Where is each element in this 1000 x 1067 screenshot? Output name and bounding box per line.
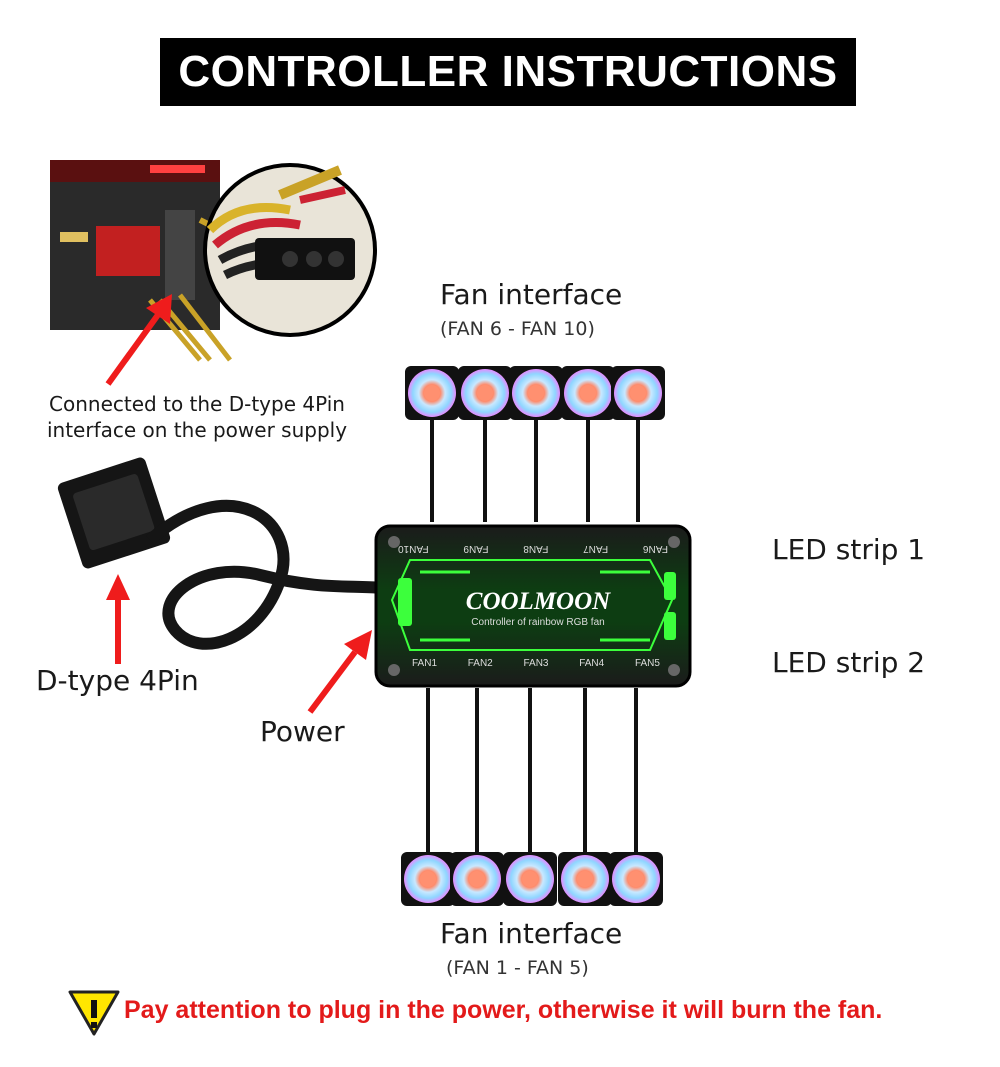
warning-message: Pay attention to plug in the power, othe… (124, 996, 883, 1024)
rgb-fan-icon (561, 366, 615, 420)
psu-note-line1: Connected to the D-type 4Pin (49, 392, 345, 416)
port-label: FAN8 (523, 543, 549, 554)
red-arrow-icon (105, 294, 172, 386)
top-port-labels: FAN6 FAN7 FAN8 FAN9 FAN10 (398, 540, 668, 554)
power-label: Power (260, 715, 345, 748)
rgb-fan-icon (503, 852, 557, 906)
led-strip-2-label: LED strip 2 (772, 646, 926, 679)
red-arrow-icon (106, 574, 130, 664)
rgb-fan-icon (405, 366, 459, 420)
rgb-fan-icon (401, 852, 455, 906)
port-label: FAN3 (523, 658, 549, 669)
bottom-fan-interface-title: Fan interface (440, 917, 623, 950)
led-strip-1-label: LED strip 1 (772, 533, 926, 566)
rgb-fan-icon (450, 852, 504, 906)
bottom-fan-row (401, 852, 663, 906)
rgb-fan-icon (509, 366, 563, 420)
rgb-fan-icon (458, 366, 512, 420)
connector-zoom-image (203, 163, 377, 337)
rgb-fan-icon (609, 852, 663, 906)
controller-subtitle: Controller of rainbow RGB fan (471, 617, 605, 628)
port-label: FAN5 (634, 658, 660, 669)
d-type-4pin-connector (57, 457, 383, 650)
port-label: FAN6 (642, 543, 668, 554)
top-fan-interface-title: Fan interface (440, 278, 623, 311)
top-fan-row (405, 366, 665, 420)
bottom-fan-cables (426, 688, 638, 852)
port-label: FAN7 (583, 543, 609, 554)
page-title: CONTROLLER INSTRUCTIONS (160, 38, 856, 106)
d-type-label: D-type 4Pin (36, 664, 199, 697)
power-supply-image (50, 160, 262, 362)
port-label: FAN2 (467, 658, 493, 669)
port-label: FAN9 (463, 543, 489, 554)
rgb-fan-icon (611, 366, 665, 420)
bottom-port-labels: FAN1 FAN2 FAN3 FAN4 FAN5 (412, 658, 660, 672)
port-label: FAN10 (398, 543, 429, 554)
rgb-controller (374, 524, 692, 688)
red-arrow-icon (307, 630, 372, 714)
port-label: FAN4 (579, 658, 605, 669)
warning-triangle-icon (68, 990, 120, 1036)
top-fan-interface-range: (FAN 6 - FAN 10) (440, 318, 595, 340)
port-label: FAN1 (412, 658, 438, 669)
top-fan-cables (430, 420, 640, 522)
psu-note-line2: interface on the power supply (46, 418, 348, 442)
controller-brand: COOLMOON (465, 588, 611, 615)
rgb-fan-icon (558, 852, 612, 906)
psu-note: Connected to the D-type 4Pin interface o… (24, 391, 370, 443)
bottom-fan-interface-range: (FAN 1 - FAN 5) (446, 957, 589, 979)
